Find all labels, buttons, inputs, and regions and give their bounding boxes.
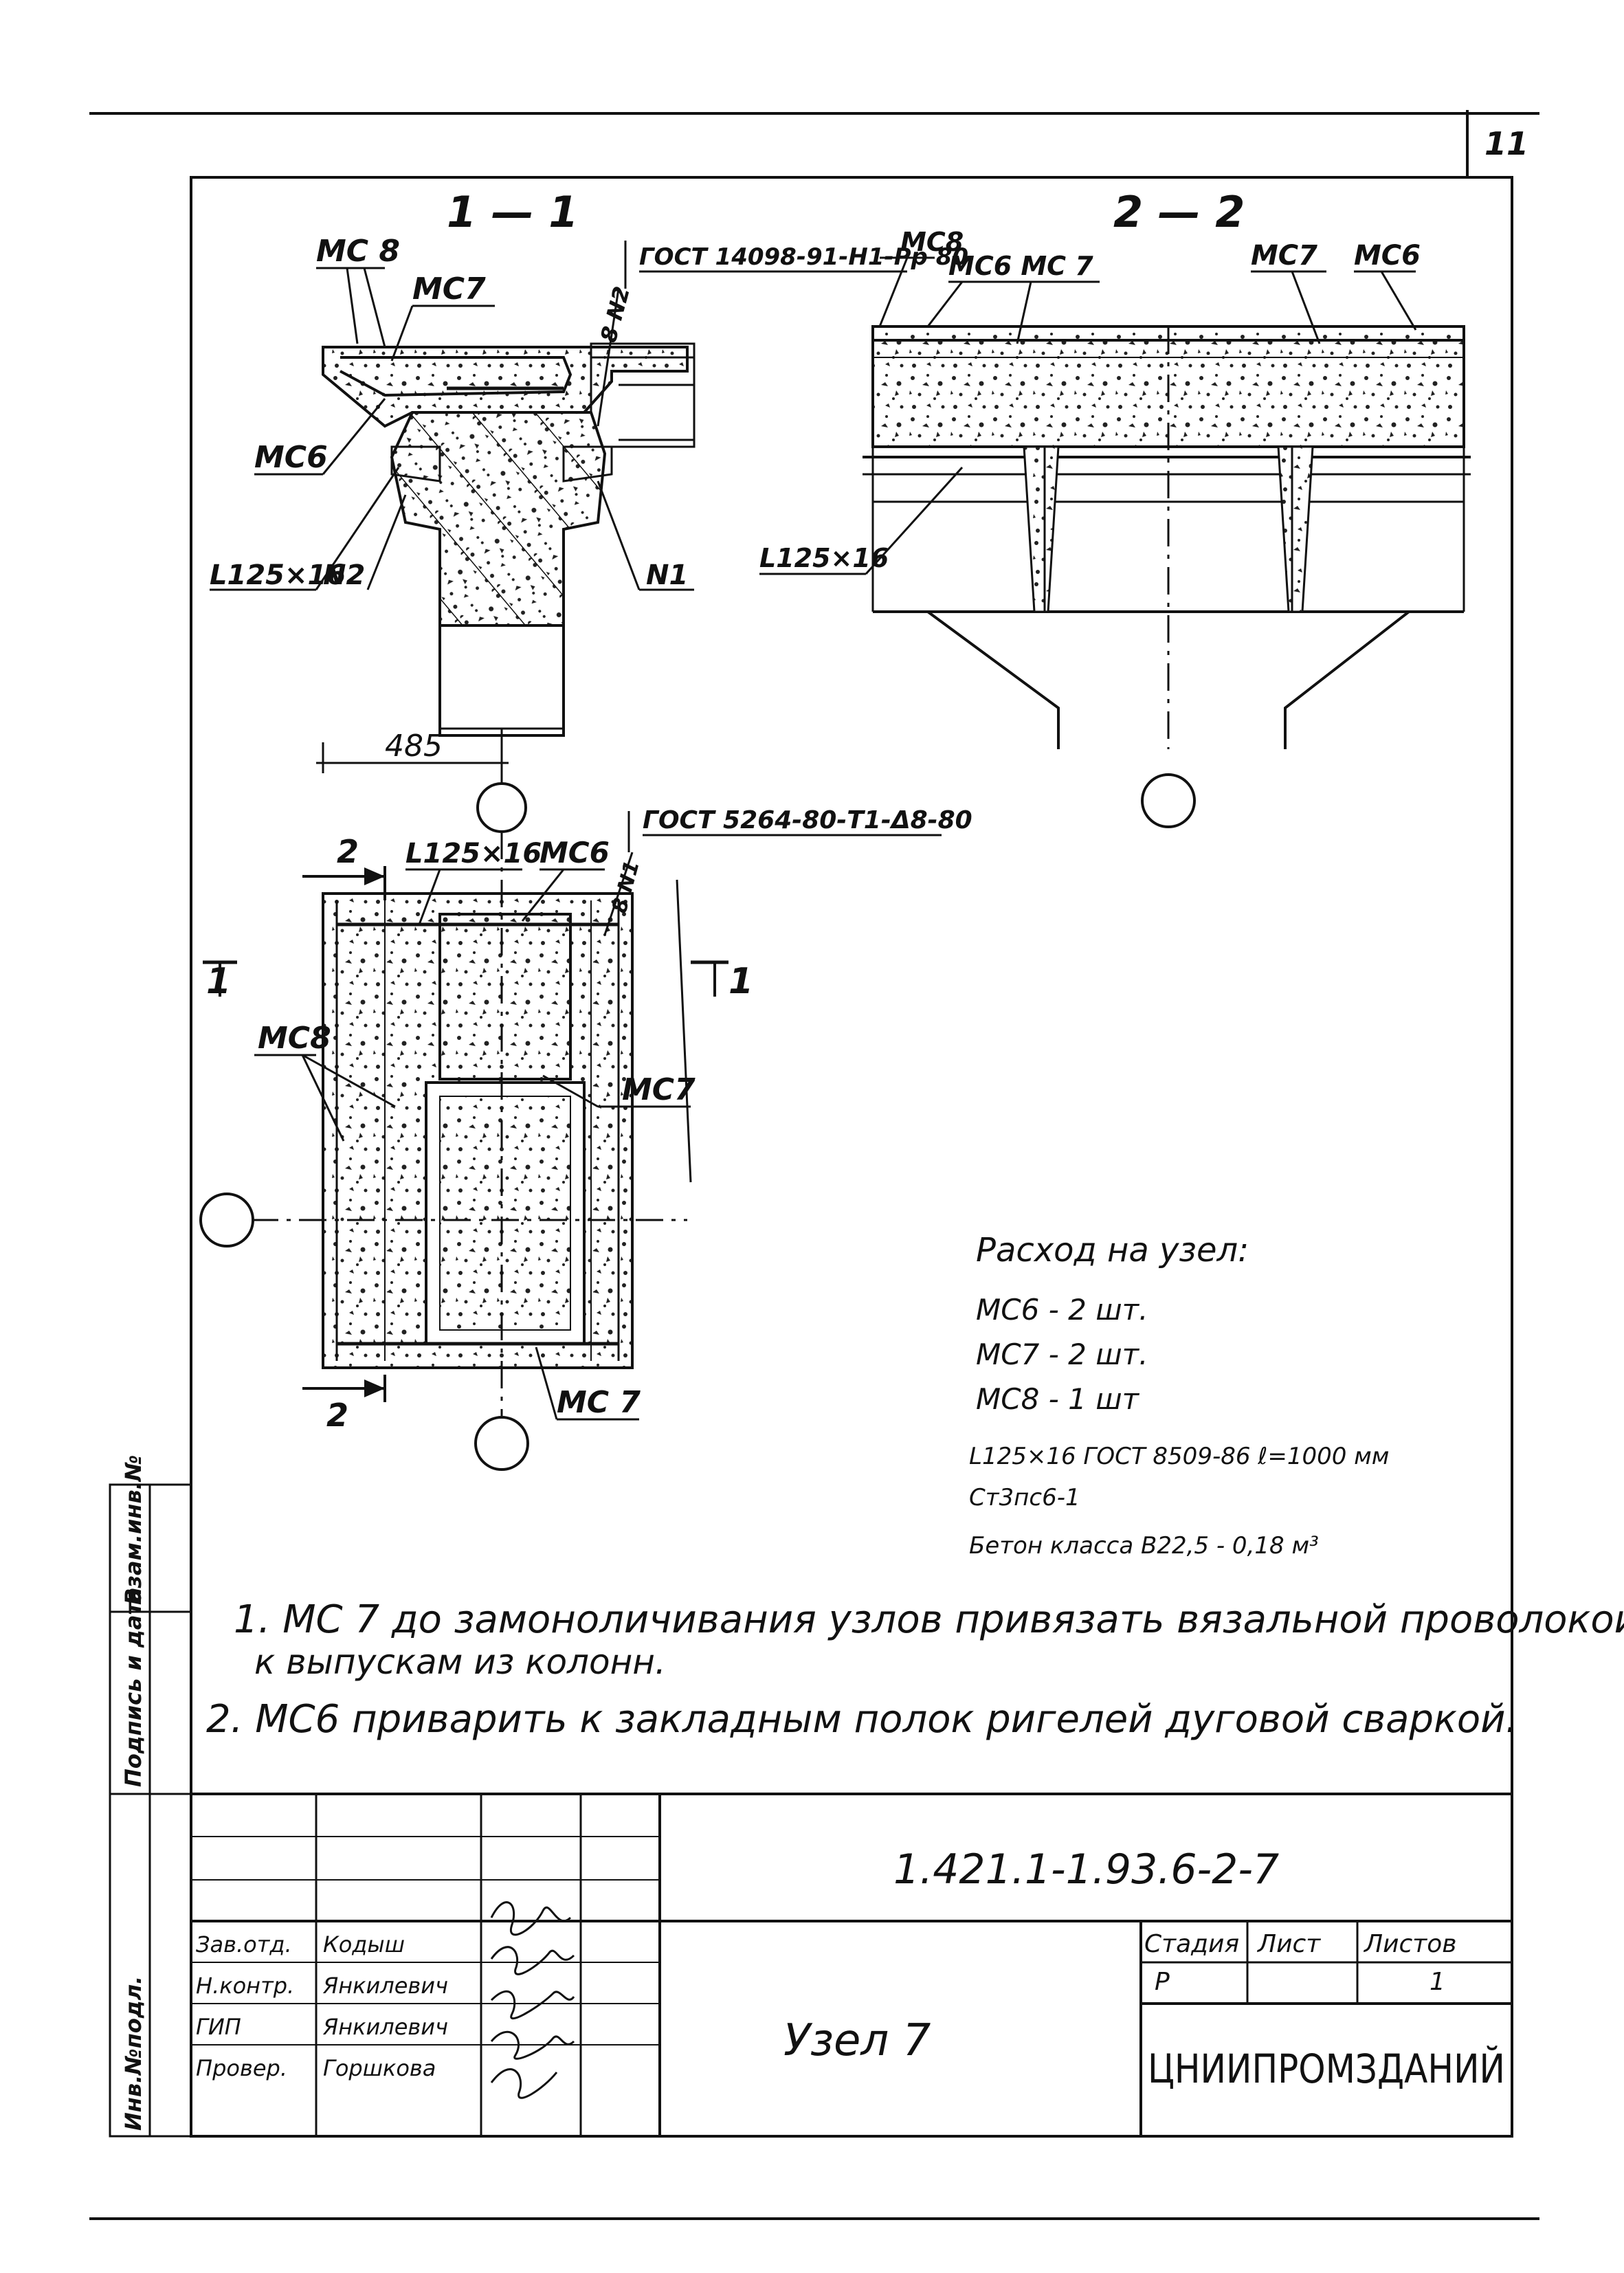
axis-marker-2: [1141, 773, 1196, 828]
section-2-2-title: 2 — 2: [1113, 187, 1245, 237]
note-1-cont: к выпускам из колонн.: [254, 1642, 666, 1682]
side-stamp-sign: Подпись и дата: [120, 1587, 146, 1787]
side-stamp: Инв.№подл. Подпись и дата Взам.инв.№: [109, 1455, 192, 2138]
title-block: 1.421.1-1.93.6-2-7 Узел 7 Зав.отд. Кодыш…: [191, 1793, 1512, 2136]
consumption-list: Расход на узел: МС6 - 2 шт. МС7 - 2 шт. …: [969, 1231, 1389, 1560]
label-mc8-a: МС 8: [316, 234, 400, 269]
sheet-header: Лист: [1256, 1930, 1321, 1958]
sheets-header: Листов: [1363, 1930, 1456, 1958]
label-mc6-d: МС6: [540, 836, 610, 869]
stage-value: Р: [1155, 1968, 1170, 1996]
label-gost-weld-b: ГОСТ 5264-80-Т1-Δ8-80: [643, 806, 972, 834]
label-mc7-b: МС7: [1251, 240, 1317, 271]
stage-header: Стадия: [1144, 1930, 1239, 1958]
name-3: Янкилевич: [322, 2014, 448, 2040]
label-n1: N1: [646, 559, 688, 591]
role-3: ГИП: [196, 2014, 241, 2040]
consumption-line-3: МС8 - 1 шт: [976, 1382, 1140, 1416]
label-angle-c: L125×16: [405, 838, 542, 869]
label-angle-a: L125×16: [210, 559, 346, 591]
drawing-frame: [190, 176, 1513, 2138]
notes: 1. МС 7 до замоноличивания узлов привяза…: [206, 1597, 1624, 1742]
consumption-line-1: МС6 - 2 шт.: [976, 1293, 1148, 1327]
label-mc7-a: МС7: [412, 271, 486, 307]
label-mc7-c: МС7: [622, 1072, 696, 1107]
consumption-line-6: Бетон класса В22,5 - 0,18 м³: [969, 1532, 1319, 1560]
axis-marker-1: [476, 782, 527, 833]
label-mc6-a: МС6: [254, 440, 328, 475]
section-1-1: 1 — 1 485 МС 8 МС7 МС6: [210, 187, 968, 833]
consumption-line-2: МС7 - 2 шт.: [976, 1338, 1148, 1371]
side-stamp-replace: Взам.инв.№: [120, 1455, 146, 1605]
note-2: 2. МС6 приварить к закладным полок ригел…: [206, 1697, 1517, 1742]
section-2-2: 2 — 2 МС8 МС6 МС 7 МС7 МС6 L125×16: [759, 187, 1471, 828]
cut-1-right: 1: [728, 961, 753, 1002]
dimension-485: 485: [385, 729, 443, 764]
label-n2-a: N2: [323, 559, 365, 591]
label-mc6-b: МС6 МС 7: [948, 251, 1093, 281]
label-angle-b: L125×16: [759, 543, 889, 573]
sheets-value: 1: [1430, 1968, 1445, 1996]
signatures: [490, 1901, 575, 2099]
doc-code: 1.421.1-1.93.6-2-7: [893, 1845, 1279, 1894]
axis-marker-3: [199, 1193, 254, 1248]
organization: ЦНИИПРОМЗДАНИЙ: [1148, 2045, 1505, 2092]
side-stamp-inv: Инв.№подл.: [120, 1976, 146, 2131]
label-mc7-d: МС 7: [557, 1385, 641, 1420]
label-mc8-b: МС8: [900, 227, 964, 257]
role-1: Зав.отд.: [196, 1931, 292, 1958]
label-mc8-c: МС8: [258, 1021, 331, 1056]
consumption-line-4: L125×16 ГОСТ 8509-86 ℓ=1000 мм: [969, 1443, 1389, 1470]
axis-marker-4: [474, 1416, 529, 1471]
role-2: Н.контр.: [196, 1973, 294, 1999]
name-4: Горшкова: [323, 2055, 436, 2081]
role-4: Провер.: [196, 2055, 287, 2081]
cut-2-bottom: 2: [326, 1397, 348, 1434]
consumption-title: Расход на узел:: [976, 1231, 1249, 1269]
note-1: 1. МС 7 до замоноличивания узлов привяза…: [234, 1597, 1624, 1642]
plan-view: 2 2 1 1 L125×16 МС6 ГОСТ 5264-80-Т1-Δ8-8…: [199, 806, 972, 1471]
section-1-1-title: 1 — 1: [447, 187, 578, 237]
name-1: Кодыш: [323, 1931, 405, 1958]
node-title: Узел 7: [783, 2015, 931, 2066]
cut-2-top: 2: [337, 833, 359, 870]
label-mc6-c: МС6: [1354, 240, 1421, 271]
name-2: Янкилевич: [322, 1973, 448, 1999]
page-number: 11: [1484, 125, 1528, 162]
consumption-line-5: Ст3пс6-1: [969, 1484, 1080, 1511]
